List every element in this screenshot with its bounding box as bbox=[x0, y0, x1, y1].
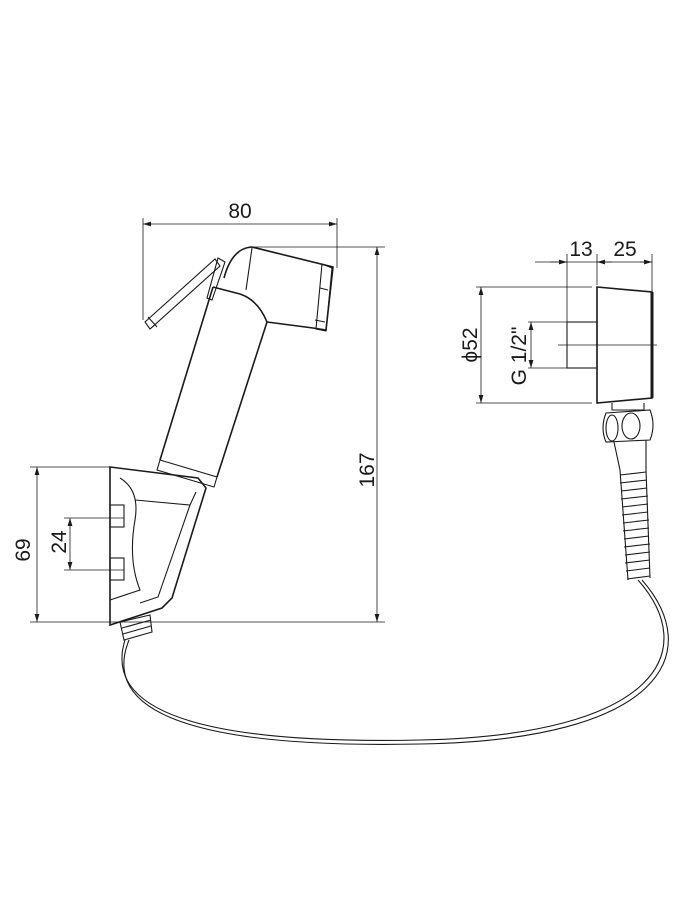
dimension-69: 69 bbox=[12, 466, 110, 623]
dim-label-52: ϕ52 bbox=[459, 327, 482, 362]
bidet-shower-head bbox=[144, 246, 334, 488]
dimension-80: 80 bbox=[142, 200, 338, 320]
dim-label-13: 13 bbox=[569, 238, 592, 261]
flexible-hose bbox=[121, 579, 665, 741]
dim-label-thread: G 1/2" bbox=[508, 327, 531, 386]
dimension-diameter-52: ϕ52 bbox=[459, 286, 592, 404]
dim-label-25: 25 bbox=[613, 238, 636, 261]
dim-label-24: 24 bbox=[48, 530, 71, 554]
dim-label-80: 80 bbox=[228, 200, 251, 223]
dimension-thread: G 1/2" bbox=[508, 321, 597, 386]
dim-label-167: 167 bbox=[356, 452, 379, 487]
hose-coil bbox=[619, 471, 651, 580]
dim-label-69: 69 bbox=[12, 538, 35, 561]
dimension-167: 167 bbox=[110, 246, 385, 623]
flexible-hose-outline bbox=[123, 579, 669, 745]
wall-outlet bbox=[558, 286, 657, 581]
dimension-24: 24 bbox=[48, 517, 124, 571]
wall-holder bbox=[109, 466, 207, 641]
dimension-13-25: 13 25 bbox=[535, 238, 653, 322]
